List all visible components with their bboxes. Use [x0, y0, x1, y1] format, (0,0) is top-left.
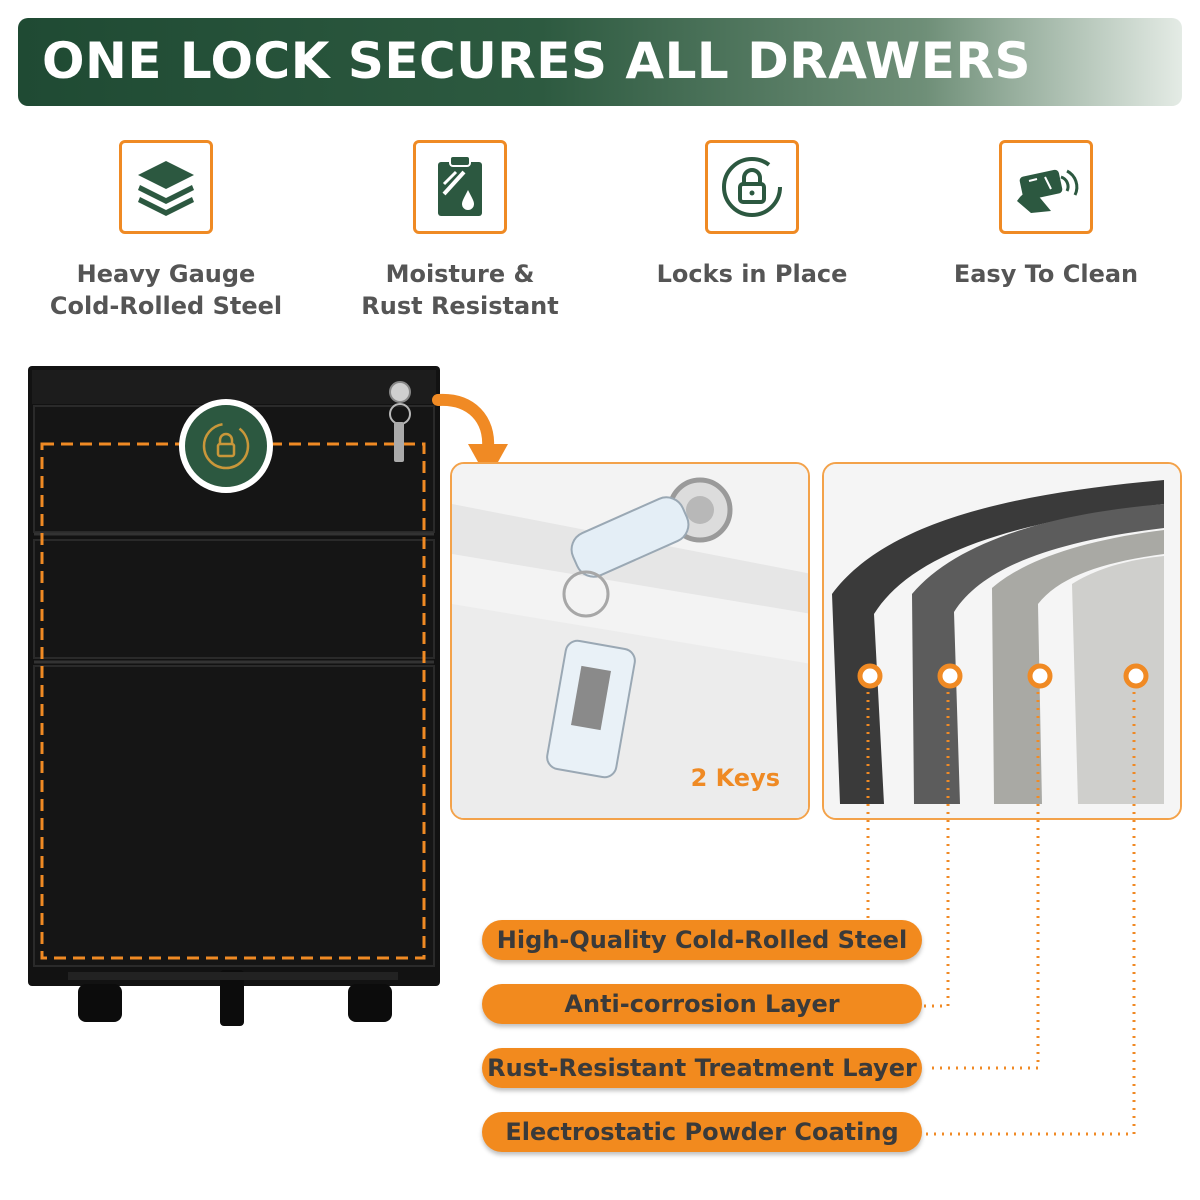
feature-label-line1: Easy To Clean	[953, 260, 1139, 288]
feature-label-line2: Rust Resistant	[361, 292, 559, 320]
feature-label-line1: Moisture &	[385, 260, 535, 288]
layers-icon	[138, 161, 194, 216]
steel-layers-image	[824, 464, 1180, 818]
lock-icon	[722, 157, 782, 217]
file-cabinet-image	[28, 366, 440, 1030]
feature-label: Heavy Gauge Cold-Rolled Steel	[36, 258, 296, 322]
moisture-rust-icon	[438, 155, 482, 216]
layers-panel	[822, 462, 1182, 820]
feature-label: Easy To Clean	[916, 258, 1176, 290]
layer-label-pill: High-Quality Cold-Rolled Steel	[482, 920, 922, 960]
feature-label-line1: Heavy Gauge	[76, 260, 256, 288]
feature-icon-box	[413, 140, 507, 234]
feature-icon-box	[705, 140, 799, 234]
feature-icon-box	[119, 140, 213, 234]
feature-label-line1: Locks in Place	[656, 260, 848, 288]
keys-image	[452, 464, 808, 818]
layer-label-pill: Rust-Resistant Treatment Layer	[482, 1048, 922, 1088]
cleaning-icon	[1017, 169, 1079, 213]
layer-label-pill: Anti-corrosion Layer	[482, 984, 922, 1024]
feature-label: Moisture & Rust Resistant	[330, 258, 590, 322]
feature-icon-box	[999, 140, 1093, 234]
feature-locks-in-place: Locks in Place	[622, 140, 882, 290]
feature-label: Locks in Place	[622, 258, 882, 290]
feature-moisture-rust: Moisture & Rust Resistant	[330, 140, 590, 322]
header-banner: ONE LOCK SECURES ALL DRAWERS	[18, 18, 1182, 106]
feature-label-line2: Cold-Rolled Steel	[49, 292, 283, 320]
feature-easy-to-clean: Easy To Clean	[916, 140, 1176, 290]
keys-panel: 2 Keys	[450, 462, 810, 820]
banner-title: ONE LOCK SECURES ALL DRAWERS	[42, 32, 1031, 90]
keys-label: 2 Keys	[690, 764, 780, 792]
feature-heavy-gauge-steel: Heavy Gauge Cold-Rolled Steel	[36, 140, 296, 322]
layer-label-pill: Electrostatic Powder Coating	[482, 1112, 922, 1152]
